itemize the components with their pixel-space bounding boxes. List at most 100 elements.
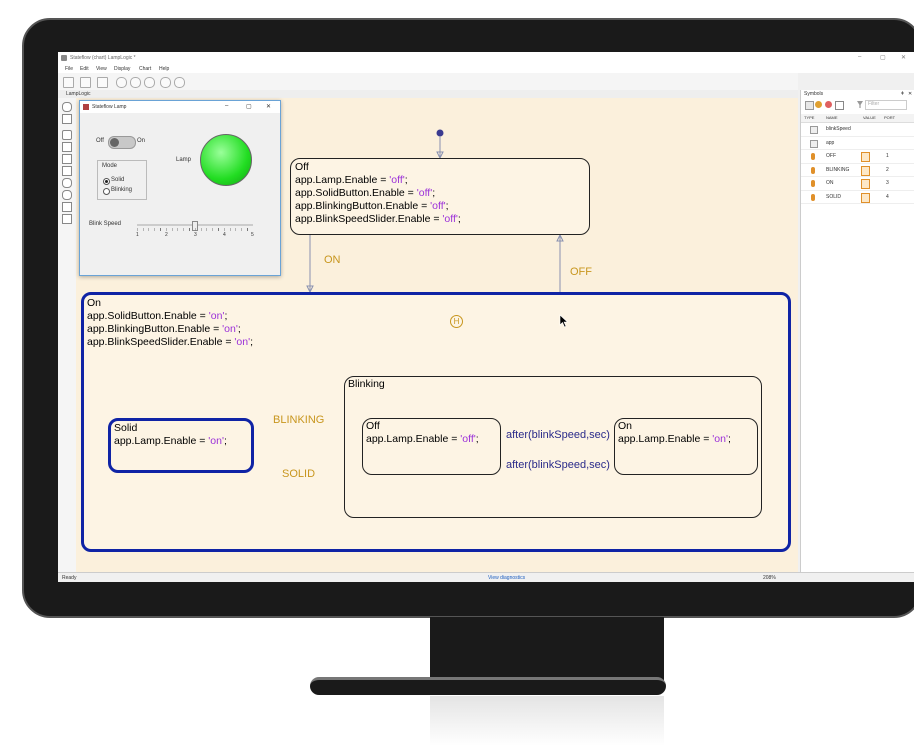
power-switch[interactable] (108, 136, 136, 149)
symbol-name[interactable]: ON (826, 180, 834, 186)
app-icon (61, 55, 67, 61)
zoom-icon[interactable] (62, 102, 72, 112)
symbols-close-icon[interactable]: ✕ (908, 91, 913, 97)
state-tool-icon[interactable] (62, 130, 72, 140)
symbol-name[interactable]: BLINKING (826, 166, 850, 173)
image-icon[interactable] (62, 202, 72, 212)
maximize-button[interactable]: ▢ (880, 55, 886, 61)
blink-speed-slider[interactable]: 1 2 3 4 5 (136, 221, 254, 243)
table-icon[interactable] (62, 214, 72, 224)
radio-selected-dot (105, 180, 108, 183)
symbol-name[interactable]: SOLID (826, 193, 842, 200)
lamp-maximize-button[interactable]: ▢ (246, 104, 252, 110)
state-off[interactable]: Off app.Lamp.Enable = 'off'; app.SolidBu… (290, 158, 590, 235)
event-type-icon (811, 166, 815, 174)
filter-input[interactable]: Filter (865, 100, 907, 110)
state-blink-off[interactable]: Off app.Lamp.Enable = 'off'; (362, 418, 501, 475)
col-value[interactable]: VALUE (863, 115, 876, 120)
trigger-icon (861, 179, 870, 189)
transition-label-off[interactable]: OFF (570, 266, 592, 278)
symbol-port[interactable]: 4 (886, 193, 889, 200)
symbol-port[interactable]: 3 (886, 180, 889, 186)
box-tool-icon[interactable] (62, 142, 72, 152)
add-data-icon[interactable] (805, 101, 814, 110)
symbols-header: TYPE NAME VALUE PORT (801, 114, 914, 123)
transition-label-solid[interactable]: SOLID (282, 468, 316, 480)
symbols-pane: Symbols ǂ ✕ Filter TYPE NAME VALUE PORT … (800, 90, 914, 572)
symbol-name[interactable]: blinkSpeed (826, 126, 851, 132)
lamp-close-button[interactable]: ✕ (266, 104, 272, 110)
table-row[interactable]: ON 3 (801, 177, 914, 191)
run-icon[interactable] (160, 77, 171, 88)
symbol-port[interactable]: 2 (886, 166, 889, 173)
symbol-name[interactable]: app (826, 139, 835, 146)
close-button[interactable]: ✕ (901, 55, 907, 61)
col-port[interactable]: PORT (884, 115, 896, 120)
col-name[interactable]: NAME (826, 115, 838, 120)
fit-view-icon[interactable] (62, 114, 72, 124)
lamp-app-window[interactable]: Stateflow Lamp – ▢ ✕ Off On Lamp Mode So… (79, 100, 281, 276)
event-type-icon (811, 193, 815, 201)
radio-blinking[interactable] (103, 188, 110, 195)
state-off-action-2: app.SolidButton.Enable = 'off'; (295, 187, 436, 199)
minimize-button[interactable]: – (858, 54, 862, 60)
menu-edit[interactable]: Edit (80, 66, 89, 72)
state-on-action-2: app.BlinkingButton.Enable = 'on'; (87, 323, 241, 335)
symbol-port[interactable]: 1 (886, 153, 889, 159)
chart-canvas[interactable]: Off app.Lamp.Enable = 'off'; app.SolidBu… (76, 98, 798, 572)
default-transition-dot-top (436, 129, 444, 137)
resolve-icon[interactable] (835, 101, 844, 110)
add-event-icon[interactable] (815, 101, 822, 108)
save-icon[interactable] (97, 77, 108, 88)
table-row[interactable]: OFF 1 (801, 150, 914, 164)
breadcrumb[interactable]: LampLogic (66, 91, 91, 97)
forward-icon[interactable] (130, 77, 141, 88)
radio-solid-label[interactable]: Solid (111, 177, 125, 183)
toolbar (58, 73, 798, 91)
history-junction-icon[interactable]: H (450, 315, 463, 328)
transition-label-after-2[interactable]: after(blinkSpeed,sec) (506, 459, 610, 471)
menu-file[interactable]: File (65, 66, 74, 72)
state-blink-off-action: app.Lamp.Enable = 'off'; (366, 433, 479, 445)
history-junction-icon[interactable] (62, 190, 72, 200)
radio-solid[interactable] (103, 178, 110, 185)
menu-view[interactable]: View (96, 66, 107, 72)
breadcrumb-bar: LampLogic (58, 90, 798, 98)
lamp-minimize-button[interactable]: – (225, 103, 229, 109)
state-solid-action: app.Lamp.Enable = 'on'; (114, 435, 227, 447)
transition-label-blinking[interactable]: BLINKING (273, 414, 325, 426)
trigger-icon (861, 152, 870, 162)
table-row[interactable]: BLINKING 2 (801, 164, 914, 177)
state-solid[interactable]: Solid app.Lamp.Enable = 'on'; (108, 418, 254, 473)
blink-speed-label: Blink Speed (89, 221, 122, 227)
annotation-icon[interactable] (62, 166, 72, 176)
menu-chart[interactable]: Chart (139, 66, 152, 72)
pin-icon[interactable]: ǂ (901, 91, 904, 97)
stop-icon[interactable] (174, 77, 185, 88)
default-transition-icon[interactable] (62, 154, 72, 164)
state-blink-on[interactable]: On app.Lamp.Enable = 'on'; (614, 418, 758, 475)
arrow-head (306, 285, 314, 294)
filter-icon (857, 101, 863, 108)
new-model-icon[interactable] (63, 77, 74, 88)
radio-blinking-label[interactable]: Blinking (111, 187, 133, 193)
table-row[interactable]: SOLID 4 (801, 191, 914, 204)
back-icon[interactable] (116, 77, 127, 88)
state-blinking-name: Blinking (348, 378, 385, 390)
arrow-head (556, 233, 564, 242)
junction-icon[interactable] (62, 178, 72, 188)
col-type[interactable]: TYPE (804, 115, 815, 120)
open-icon[interactable] (80, 77, 91, 88)
transition-label-after-1[interactable]: after(blinkSpeed,sec) (506, 429, 610, 441)
add-message-icon[interactable] (825, 101, 832, 108)
menu-display[interactable]: Display (114, 66, 131, 72)
table-row[interactable]: app (801, 137, 914, 150)
table-row[interactable]: blinkSpeed (801, 123, 914, 137)
up-icon[interactable] (144, 77, 155, 88)
transition-label-on[interactable]: ON (324, 254, 341, 266)
view-diagnostics-link[interactable]: View diagnostics (488, 575, 526, 581)
symbol-name[interactable]: OFF (826, 153, 836, 159)
menu-bar: File Edit View Display Chart Help (58, 65, 914, 73)
slider-tick-1: 1 (136, 232, 139, 238)
menu-help[interactable]: Help (159, 66, 170, 72)
